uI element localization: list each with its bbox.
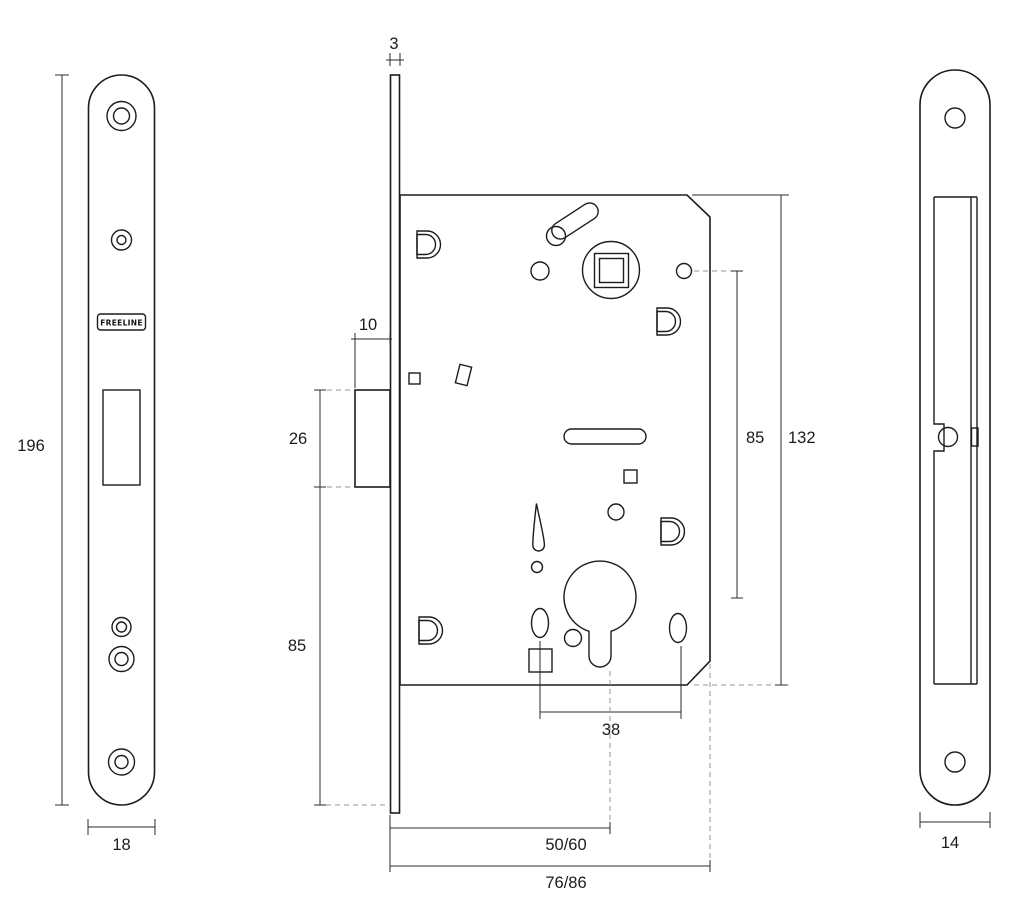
latch-window bbox=[102, 389, 141, 486]
pin-hole-upper-inner bbox=[116, 234, 127, 246]
side-plate-view: 14 bbox=[919, 69, 991, 852]
dim-side-width-label: 14 bbox=[941, 834, 959, 852]
euro-cylinder-hole bbox=[563, 560, 637, 668]
lock-case bbox=[399, 194, 711, 686]
dim-latch-to-bottom-label: 85 bbox=[288, 637, 306, 655]
slide-slot bbox=[563, 428, 647, 445]
dim-latch-height: 26 bbox=[289, 389, 353, 488]
dim-ticks bbox=[775, 194, 787, 686]
pivot-hole bbox=[607, 503, 625, 521]
dim-ticks bbox=[55, 74, 69, 806]
dim-latch-height-label: 26 bbox=[289, 430, 307, 448]
front-plate-view: FREELINE 196 18 bbox=[17, 74, 156, 854]
dim-case-height-label: 132 bbox=[788, 429, 816, 447]
fixing-oval-right bbox=[668, 612, 688, 644]
spring-pill bbox=[551, 202, 599, 240]
brand-badge: FREELINE bbox=[96, 313, 147, 331]
dim-side-width: 14 bbox=[919, 812, 991, 852]
case-edge-left-with-clip bbox=[933, 197, 945, 684]
pin-hole-lower2-inner bbox=[114, 651, 129, 667]
brand-label: FREELINE bbox=[100, 319, 143, 328]
side-center-hole bbox=[937, 426, 959, 448]
side-screw-hole-bottom bbox=[944, 751, 966, 773]
dim-plate-width-label: 18 bbox=[112, 836, 130, 854]
fixing-oval-left bbox=[530, 607, 550, 639]
case-edge-horizontals bbox=[934, 196, 977, 685]
dim-plate-height: 196 bbox=[17, 74, 69, 806]
spindle-square-outer bbox=[593, 252, 630, 289]
spindle-hub-ring bbox=[581, 240, 641, 300]
lever-tab bbox=[454, 363, 473, 387]
dim-faceplate-thickness: 3 bbox=[386, 35, 404, 66]
dim-latch-to-bottom: 85 bbox=[288, 487, 388, 806]
dim-plate-height-label: 196 bbox=[17, 437, 45, 455]
side-screw-hole-top bbox=[944, 107, 966, 129]
faceplate-edge bbox=[389, 74, 401, 814]
side-plate-details bbox=[933, 107, 979, 773]
dim-spindle-to-cylinder: 85 bbox=[694, 270, 764, 599]
dim-overall-depth: 76/86 bbox=[389, 664, 711, 892]
faceplate-outline bbox=[87, 74, 156, 806]
faceplate-screw-holes bbox=[106, 100, 137, 776]
pin-hole-lower1-outer bbox=[111, 616, 132, 638]
dim-cylinder-span-label: 38 bbox=[602, 721, 620, 739]
hole-left-of-spindle bbox=[530, 261, 550, 281]
dim-ticks bbox=[919, 812, 991, 828]
dim-extensions bbox=[539, 641, 682, 719]
side-clip-tab bbox=[970, 427, 979, 447]
screw-hole-bottom-inner bbox=[114, 754, 129, 770]
spindle-hub bbox=[581, 240, 641, 300]
pin-hole-upper-outer bbox=[110, 229, 133, 251]
screw-hole-top-outer bbox=[106, 100, 137, 132]
brand-badge-frame bbox=[96, 313, 147, 331]
spring-pivot bbox=[545, 225, 567, 247]
latch-bolt bbox=[354, 389, 391, 488]
dim-case-height: 132 bbox=[692, 194, 816, 686]
follower-spring bbox=[551, 202, 599, 240]
dim-overall-depth-label: 76/86 bbox=[545, 874, 586, 892]
dim-faceplate-thickness-label: 3 bbox=[389, 35, 398, 53]
spring-pin bbox=[532, 503, 546, 552]
dim-backset: 50/60 bbox=[389, 671, 611, 872]
hole-right-of-spindle bbox=[675, 262, 693, 280]
dim-extension-dashed bbox=[318, 389, 353, 488]
small-hole bbox=[530, 560, 544, 574]
dim-latch-projection: 10 bbox=[351, 316, 392, 388]
stop-square bbox=[408, 372, 421, 385]
dim-backset-label: 50/60 bbox=[545, 836, 586, 854]
fixing-hole-center bbox=[563, 628, 583, 648]
screw-hole-top-inner bbox=[112, 107, 131, 125]
side-plate-outline bbox=[919, 69, 991, 806]
lock-body-view: 3 10 26 85 85 bbox=[288, 35, 816, 892]
screw-hole-bottom-outer bbox=[107, 748, 136, 776]
pin-hole-lower2-outer bbox=[108, 645, 135, 673]
dim-plate-width: 18 bbox=[87, 819, 156, 854]
spindle-square-inner bbox=[598, 257, 625, 284]
pin-hole-lower1-inner bbox=[115, 621, 128, 633]
guide-square bbox=[623, 469, 638, 484]
dim-latch-projection-label: 10 bbox=[359, 316, 377, 334]
dim-ticks bbox=[731, 270, 743, 599]
dim-spindle-to-cylinder-label: 85 bbox=[746, 429, 764, 447]
